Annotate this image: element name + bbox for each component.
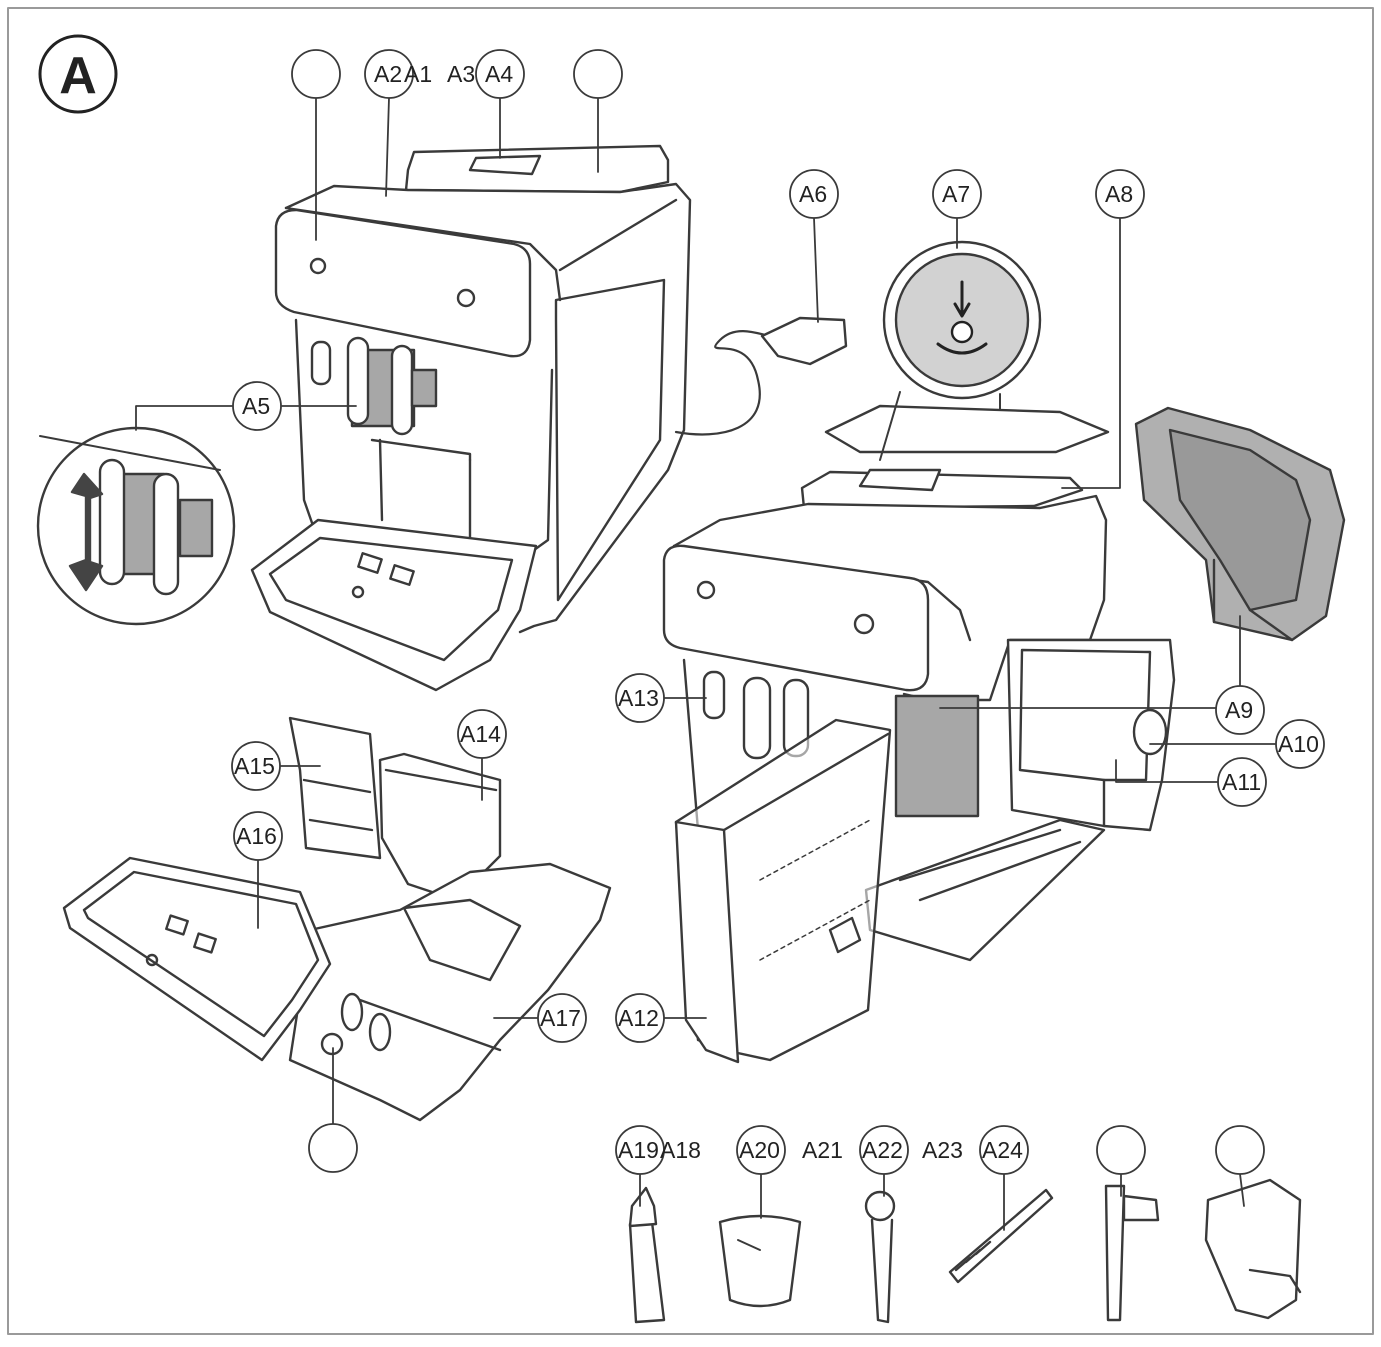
callout-circle-a9: [1215, 685, 1265, 735]
callout-label-a10: A10: [1278, 731, 1319, 757]
callout-markers: [231, 49, 1325, 1175]
machine-open-illustration: [662, 404, 1176, 1064]
callout-circle-unlabeled-accessory-2: [1215, 1125, 1265, 1175]
callout-label-a1: A1: [404, 61, 432, 87]
callout-label-a18: A18: [660, 1137, 701, 1163]
callout-circle-a2: [364, 49, 414, 99]
grinder-dial-detail: [879, 240, 1042, 461]
callout-label-a2: A2: [374, 61, 402, 87]
figure-frame: [7, 7, 1374, 1335]
callout-circle-a6: [789, 169, 839, 219]
callout-label-a17: A17: [540, 1005, 581, 1031]
callout-circle-a24: [979, 1125, 1029, 1175]
callout-circle-unlabeled-top-right: [573, 49, 623, 99]
callout-label-a20: A20: [739, 1137, 780, 1163]
callout-circle-unlabeled-accessory-1: [1096, 1125, 1146, 1175]
callout-circle-a16: [233, 811, 283, 861]
callout-circle-unlabeled-bottom: [308, 1123, 358, 1173]
callout-label-a21: A21: [802, 1137, 843, 1163]
section-marker: A: [38, 34, 118, 114]
callout-label-a23: A23: [922, 1137, 963, 1163]
callout-circle-a17: [537, 993, 587, 1043]
callout-circle-a11: [1217, 757, 1267, 807]
callout-label-a4: A4: [485, 61, 513, 87]
brew-group-illustration: [1134, 406, 1346, 642]
accessories-illustration: [628, 1178, 1302, 1324]
callout-label-a15: A15: [234, 753, 275, 779]
callout-circle-a14: [457, 709, 507, 759]
callout-circle-a13: [615, 673, 665, 723]
callout-label-a14: A14: [460, 721, 501, 747]
machine-front-illustration: [250, 144, 848, 692]
spout-detail-zoom: [36, 426, 236, 626]
callout-circle-a15: [231, 741, 281, 791]
callout-label-a19: A19: [618, 1137, 659, 1163]
callout-label-a7: A7: [942, 181, 970, 207]
callout-label-a22: A22: [862, 1137, 903, 1163]
callout-circle-a7: [932, 169, 982, 219]
callout-circle-a10: [1275, 719, 1325, 769]
callout-circle-a22: [859, 1125, 909, 1175]
drip-tray-exploded-illustration: [62, 716, 612, 1122]
callout-label-a12: A12: [618, 1005, 659, 1031]
callout-circle-a19: [615, 1125, 665, 1175]
callout-label-a9: A9: [1225, 697, 1253, 723]
callout-circle-a12: [615, 993, 665, 1043]
callout-circle-a8: [1095, 169, 1145, 219]
callout-circle-a20: [736, 1125, 786, 1175]
callout-label-a6: A6: [799, 181, 827, 207]
callout-label-a13: A13: [618, 685, 659, 711]
callout-labels: A2 A1 A3 A4 A5 A6 A7 A8 A9 A10 A11 A12 A…: [234, 61, 1319, 1163]
section-letter: A: [59, 47, 97, 105]
callout-label-a24: A24: [982, 1137, 1023, 1163]
callout-label-a11: A11: [1222, 769, 1261, 795]
callout-label-a8: A8: [1105, 181, 1133, 207]
callout-circle-a5: [232, 381, 282, 431]
callout-label-a3: A3: [447, 61, 475, 87]
leader-lines: [135, 97, 1277, 1231]
callout-label-a5: A5: [242, 393, 270, 419]
callout-circle-a4: [475, 49, 525, 99]
callout-label-a16: A16: [236, 823, 277, 849]
callout-circle-unlabeled-top-left: [291, 49, 341, 99]
